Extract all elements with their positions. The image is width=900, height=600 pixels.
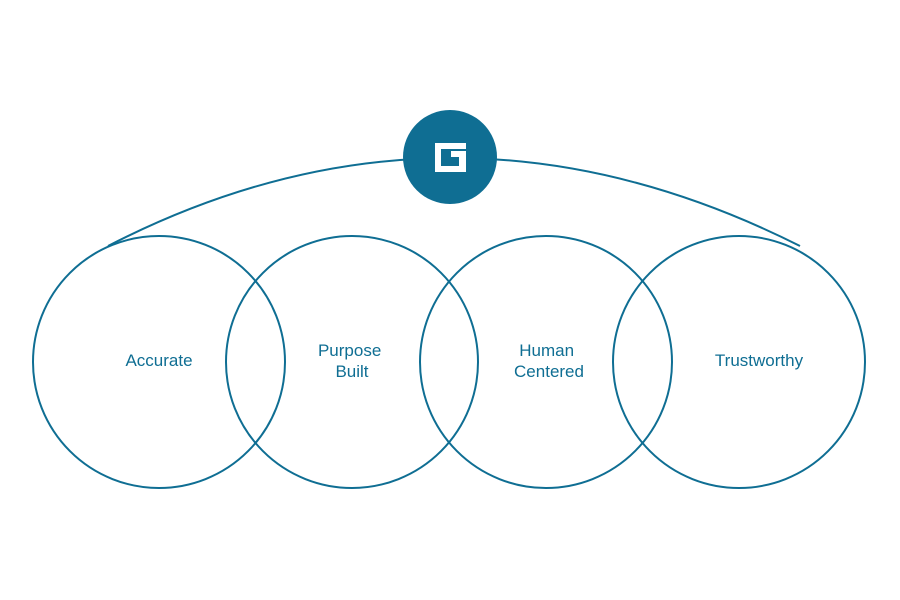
logo-circle (403, 110, 497, 204)
label-human-centered: Human Centered (514, 341, 584, 381)
circle-human-centered (419, 235, 673, 489)
label-accurate: Accurate (125, 351, 192, 370)
label-purpose-built: Purpose Built (318, 341, 386, 381)
logo-badge (403, 110, 497, 204)
g-logo-icon (435, 143, 466, 172)
circle-trustworthy (612, 235, 866, 489)
label-trustworthy: Trustworthy (715, 351, 804, 370)
circle-accurate (32, 235, 286, 489)
circle-purpose-built (225, 235, 479, 489)
